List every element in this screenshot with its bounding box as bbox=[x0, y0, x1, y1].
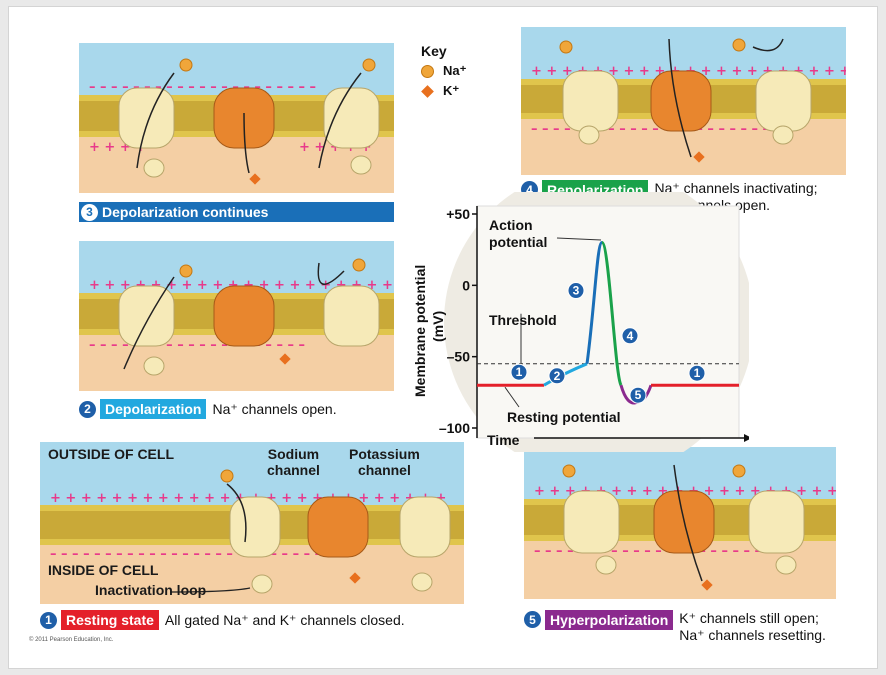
stage-desc-4-line1: Na⁺ channels inactivating; bbox=[654, 180, 818, 196]
stage-desc-2: Na⁺ channels open. bbox=[212, 400, 337, 417]
key-title: Key bbox=[421, 43, 447, 59]
action-potential-pointer bbox=[556, 237, 602, 241]
svg-text:– – – – – – – – – – – – – – –: – – – – – – – – – – – – – – – – – – – – bbox=[89, 338, 305, 353]
stage-marker-number: 1 bbox=[694, 366, 701, 380]
membrane-scene-4: + + + + + + + + + + + + + + + + + + + + … bbox=[521, 38, 846, 163]
outside-of-cell-label: OUTSIDE OF CELL bbox=[48, 446, 174, 462]
panel-depolarization-continues: – – – – – – – – – – – – – – – – – – – – … bbox=[79, 43, 394, 193]
stage-label-1: Resting state bbox=[61, 610, 159, 630]
stage-marker bbox=[621, 327, 639, 345]
stage-desc-1: All gated Na⁺ and K⁺ channels closed. bbox=[164, 611, 405, 628]
potassium-channel-label: Potassium channel bbox=[349, 446, 420, 478]
figure: – – – – – – – – – – – – – – – – – – – – … bbox=[8, 6, 878, 669]
y-tick-label: 0 bbox=[462, 277, 470, 293]
svg-text:– – – – – – – – – – – – – – –: – – – – – – – – – – – – – – – – – – – – … bbox=[50, 547, 321, 562]
membrane-scene-5: + + + + + + + + + + + + + + + + + + + + … bbox=[524, 464, 836, 591]
sodium-label-line1: Sodium bbox=[267, 446, 320, 462]
membrane-scene-3: – – – – – – – – – – – – – – – – – – – – … bbox=[79, 58, 394, 185]
membrane-scene-1: + + + + + + + + + + + + + + + + + + + + … bbox=[40, 469, 464, 594]
repolarization-segment bbox=[600, 241, 623, 386]
stage-marker bbox=[548, 367, 566, 385]
caption-stage-5: 5 Hyperpolarization K⁺ channels still op… bbox=[524, 610, 826, 644]
action-potential-graph: Membrane potential (mV) +50 0 –50 –100 Time… bbox=[412, 192, 749, 452]
potassium-label-line1: Potassium bbox=[349, 446, 420, 462]
stage-marker bbox=[567, 282, 585, 300]
key-na: Na⁺ bbox=[443, 63, 467, 78]
panel-repolarization: + + + + + + + + + + + + + + + + + + + + … bbox=[521, 27, 846, 175]
y-tick-label: +50 bbox=[446, 206, 470, 222]
caption-stage-3: 3 Depolarization continues bbox=[79, 202, 394, 222]
stage-marker-number: 1 bbox=[516, 365, 523, 379]
panel-hyperpolarization: + + + + + + + + + + + + + + + + + + + + … bbox=[524, 447, 836, 599]
resting-pointer bbox=[504, 386, 520, 408]
stage-label-5: Hyperpolarization bbox=[545, 610, 674, 630]
stage-desc-5-line1: K⁺ channels still open; bbox=[679, 610, 819, 626]
action-potential-label-2: potential bbox=[489, 234, 547, 250]
stage-number-2: 2 bbox=[79, 400, 96, 418]
sodium-label-line2: channel bbox=[267, 462, 320, 478]
x-axis-arrowhead bbox=[744, 434, 749, 442]
action-potential-label-1: Action bbox=[489, 217, 533, 233]
x-axis-label: Time bbox=[487, 432, 520, 448]
membrane-scene-2: + + + + + + + + + + + + + + + + + + + + … bbox=[79, 258, 394, 376]
inactivation-loop-label: Inactivation loop bbox=[95, 582, 207, 598]
y-tick-label: –50 bbox=[447, 349, 471, 365]
caption-stage-1: 1 Resting state All gated Na⁺ and K⁺ cha… bbox=[40, 610, 405, 630]
stage-number-3: 3 bbox=[81, 203, 98, 221]
threshold-label: Threshold bbox=[489, 312, 557, 328]
stage-marker-number: 3 bbox=[573, 284, 580, 298]
stage-desc-5-line2: Na⁺ channels resetting. bbox=[679, 627, 826, 643]
stage-number-1: 1 bbox=[40, 611, 57, 629]
stage-marker-number: 4 bbox=[627, 329, 634, 343]
stage-marker-number: 2 bbox=[554, 369, 561, 383]
stage-marker bbox=[688, 364, 706, 382]
copyright: © 2011 Pearson Education, Inc. bbox=[29, 637, 114, 643]
stage-marker bbox=[629, 386, 647, 404]
caption-stage-2: 2 Depolarization Na⁺ channels open. bbox=[79, 399, 337, 419]
stage-label-2: Depolarization bbox=[100, 399, 207, 419]
stage-marker-number: 5 bbox=[635, 388, 642, 402]
sodium-ion-icon bbox=[421, 64, 434, 78]
svg-text:– – – – – – – – – – – – – – –: – – – – – – – – – – – – – – – – – – – – … bbox=[89, 80, 316, 95]
stage-number-5: 5 bbox=[524, 611, 541, 628]
y-axis-label-1: Membrane potential bbox=[412, 265, 428, 397]
stage-label-3: Depolarization continues bbox=[102, 204, 269, 220]
panel-resting-state: + + + + + + + + + + + + + + + + + + + + … bbox=[40, 442, 464, 604]
stage-marker bbox=[510, 363, 528, 381]
potassium-label-line2: channel bbox=[357, 462, 411, 478]
y-axis-label-2: (mV) bbox=[430, 311, 446, 342]
depolarization-continues-segment bbox=[585, 241, 604, 364]
y-tick-label: –100 bbox=[439, 420, 470, 436]
sodium-channel-label: Sodium channel bbox=[267, 446, 320, 478]
resting-potential-label: Resting potential bbox=[507, 409, 621, 425]
panel-depolarization: + + + + + + + + + + + + + + + + + + + + … bbox=[79, 241, 394, 391]
potassium-ion-icon bbox=[421, 84, 434, 98]
key-k: K⁺ bbox=[443, 83, 460, 98]
inside-of-cell-label: INSIDE OF CELL bbox=[48, 562, 159, 578]
key-legend: Key Na⁺ K⁺ bbox=[421, 43, 466, 101]
